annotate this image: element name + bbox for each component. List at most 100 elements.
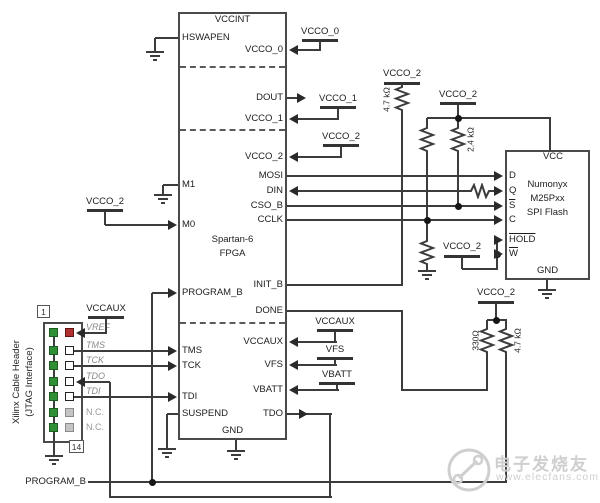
supply-vccaux-bar <box>317 329 353 332</box>
wire <box>426 221 428 239</box>
jtag-tdo-label: TDO <box>86 371 105 381</box>
arrow-tdo-out <box>299 409 308 419</box>
supply-vcco0-bar <box>302 39 338 42</box>
wire-cclk <box>287 219 495 221</box>
resistor-done-pullup <box>478 327 496 355</box>
arrow-into-vcco1 <box>289 114 298 124</box>
wire <box>336 385 338 391</box>
junction-dot <box>455 115 462 122</box>
supply-vcco1-bar <box>320 106 356 109</box>
arrow-into-vcco0 <box>289 45 298 55</box>
fpga-pin-vbatt: VBATT <box>253 384 283 395</box>
jtag-title-line1: Xilinx Cable Header <box>11 340 22 424</box>
wire <box>426 118 428 126</box>
spi-flash-box <box>505 150 590 280</box>
wire <box>486 320 488 327</box>
fpga-pin-din: DIN <box>266 185 283 196</box>
supply-vcco1-label: VCCO_1 <box>318 93 357 104</box>
wire-tdo-return <box>110 496 332 498</box>
fpga-pin-tms: TMS <box>182 345 203 356</box>
supply-vcco2-init-bar <box>384 82 420 85</box>
jtag-tck-pin <box>65 361 74 370</box>
wire-mosi <box>287 175 495 177</box>
fpga-pin-vcco0: VCCO_0 <box>244 44 283 55</box>
ground-symbol <box>227 450 245 460</box>
arrow-into-flash-w <box>494 249 503 259</box>
wire <box>486 355 488 391</box>
arrow-into-din <box>289 186 298 196</box>
fpga-pin-vfs: VFS <box>264 359 283 370</box>
jtag-tdi-label: TDI <box>86 386 101 396</box>
supply-vcco0-label: VCCO_0 <box>300 26 339 37</box>
wire <box>296 118 339 120</box>
wire <box>457 154 459 206</box>
supply-vccaux-hdr-label: VCCAUX <box>86 303 126 314</box>
flash-pin-c: C <box>509 214 516 225</box>
ground-symbol <box>154 194 172 204</box>
flash-name-line1: Numonyx <box>527 179 568 190</box>
wire-vfs <box>296 364 337 366</box>
wire-tdo-out <box>287 413 332 415</box>
arrow-into-flash-q <box>494 186 503 196</box>
fpga-pin-program-b: PROGRAM_B <box>182 287 243 298</box>
ground-symbol <box>418 270 436 280</box>
arrow-into-vfs <box>289 360 298 370</box>
resistor-progb-pullup <box>497 327 515 355</box>
fpga-name-line1: Spartan-6 <box>211 234 254 245</box>
wire <box>546 280 548 289</box>
arrow-into-tdi <box>168 392 177 402</box>
arrow-into-tms <box>168 346 177 356</box>
supply-vcco2-flash-bar <box>440 102 476 105</box>
wire-vbatt <box>296 389 339 391</box>
jtag-gnd-pin <box>49 328 58 337</box>
junction-dot <box>424 217 431 224</box>
fpga-name-line2: FPGA <box>219 248 246 259</box>
supply-vcco2-label: VCCO_2 <box>321 131 360 142</box>
fpga-bank-divider <box>180 129 285 131</box>
supply-vbatt-label: VBATT <box>322 369 352 380</box>
flash-name-line3: SPI Flash <box>526 207 569 218</box>
wire-program-b <box>151 293 153 483</box>
wire-done <box>402 389 488 391</box>
wire <box>426 154 428 221</box>
arrow-into-program-b <box>168 288 177 298</box>
wire <box>105 224 168 226</box>
jtag-pin1-label: 1 <box>37 305 50 318</box>
wire <box>334 332 336 343</box>
supply-vcco2-init-label: VCCO_2 <box>382 68 421 79</box>
wire-done <box>401 311 403 391</box>
fpga-pin-vcco1: VCCO_1 <box>244 113 283 124</box>
watermark-logo-icon <box>447 448 491 492</box>
arrow-into-tck <box>168 361 177 371</box>
resistor-cso-pullup-value: 2.4 kΩ <box>465 127 476 152</box>
jtag-nc-pin <box>65 423 74 432</box>
fpga-pin-dout: DOUT <box>256 92 283 103</box>
wire <box>505 320 507 327</box>
wire <box>296 49 321 51</box>
arrow-into-flash-s <box>494 201 503 211</box>
jtag-gnd-pin <box>49 361 58 370</box>
arrow-into-vref <box>76 328 85 338</box>
wire-done <box>287 310 403 312</box>
fpga-pin-cso-b: CSO_B <box>250 200 283 211</box>
wire <box>104 212 106 225</box>
fpga-gnd-label: GND <box>221 425 244 436</box>
jtag-nc2-label: N.C. <box>86 422 104 432</box>
wire <box>340 147 342 158</box>
arrow-into-vccaux <box>289 337 298 347</box>
jtag-tms-label: TMS <box>86 340 105 350</box>
supply-vcco2-hold-bar <box>444 255 480 258</box>
jtag-gnd-pin <box>49 408 58 417</box>
flash-pin-w: W <box>509 248 518 259</box>
junction-dot <box>493 317 500 324</box>
ground-symbol <box>538 289 556 299</box>
junction-dot <box>455 203 462 210</box>
wire <box>163 184 178 186</box>
fpga-pin-done: DONE <box>255 305 283 316</box>
jtag-nc1-label: N.C. <box>86 407 104 417</box>
supply-vcco2-done-label: VCCO_2 <box>476 287 515 298</box>
arrow-into-flash-d <box>494 171 503 181</box>
fpga-bank-divider <box>180 66 285 68</box>
wire <box>235 440 237 450</box>
wire-tdo-return <box>329 414 331 498</box>
